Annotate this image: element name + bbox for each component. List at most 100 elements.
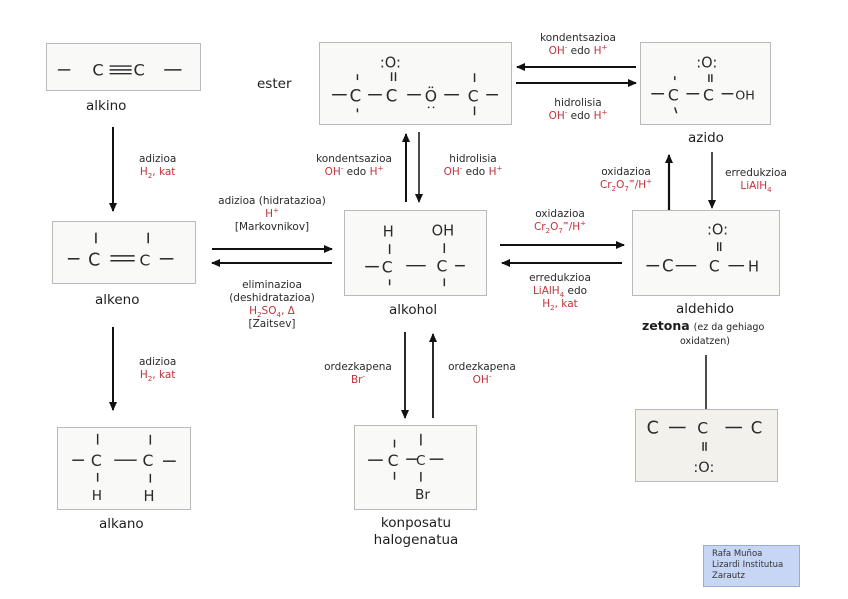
alkohol-structure: H OH C C (365, 222, 465, 287)
compound-name-azido: azido (688, 130, 724, 146)
compound-name-alkohol: alkohol (389, 302, 438, 318)
reaction-type: erredukzioa (725, 167, 787, 179)
atom-br: Br (415, 487, 430, 503)
rule: [Zaitsev] (248, 318, 296, 330)
reaction-type: ordezkapena (448, 361, 516, 373)
compound-name-alkino: alkino (86, 98, 127, 114)
halogenatua-line1: konposatu (380, 515, 452, 531)
credit-town: Zarautz (712, 571, 745, 581)
atom-c: C (92, 61, 103, 80)
reagent: LiAlH4 edo (532, 285, 588, 300)
reagent: H2, kat (139, 166, 176, 181)
atom-oh: OH (432, 222, 455, 239)
reaction-label-ester-azido: hidrolisia OH- edo H+ (536, 97, 620, 123)
atom-o: :O: (707, 221, 728, 238)
reagent: OH- (472, 372, 492, 386)
reaction-label-azido-ester: kondentsazioa OH- edo H+ (528, 32, 628, 58)
reaction-label-halogenatua-alkohol: ordezkapena OH- (442, 361, 522, 387)
atom-o: :O: (693, 459, 714, 476)
atom-o: :O: (380, 54, 401, 71)
reagent: H2SO4, Δ (249, 305, 295, 320)
ester-structure: :O: C C Ö C (332, 54, 498, 116)
author-credit: Rafa Muñoa Lizardi Institutua Zarautz (703, 545, 800, 587)
atom-c: C (662, 257, 674, 276)
aldehido-structure-box: :O: C C H (632, 210, 780, 296)
halogenatua-line2: halogenatua (373, 532, 459, 548)
reaction-label-alkohol-halogenatua: ordezkapena Br- (318, 361, 398, 387)
reagent: Br- (350, 372, 366, 386)
atom-o: Ö (425, 87, 437, 106)
aldehido-structure: :O: C C H (646, 221, 759, 276)
reaction-label-azido-aldehido: erredukzioa LiAlH4 (720, 167, 792, 195)
atom-o: :O: (696, 54, 717, 71)
reaction-label-aldehido-alkohol: erredukzioa LiAlH4 edo H2, kat (520, 272, 600, 313)
atom-h: H (92, 488, 102, 504)
atom-c: C (386, 87, 398, 106)
reaction-label-ester-alkohol: hidrolisia OH- edo H+ (438, 153, 508, 179)
atom-c: C (437, 258, 448, 276)
reaction-type: hidrolisia (554, 97, 602, 109)
rule: [Markovnikov] (234, 221, 310, 233)
reagent: OH- edo H+ (548, 108, 608, 122)
reaction-type: kondentsazioa (316, 153, 392, 165)
reagent: Cr2O7=/H+ (533, 219, 587, 236)
reaction-type: adizioa (hidratazioa) (218, 195, 326, 207)
credit-school: Lizardi Institutua (712, 560, 784, 570)
atom-c: C (139, 252, 150, 270)
reaction-label-alkohol-alkeno: eliminazioa (deshidratazioa) H2SO4, Δ [Z… (212, 279, 332, 331)
zetona-note: (ez da gehiago (693, 322, 765, 333)
atom-c: C (703, 87, 714, 105)
zetona-structure-box: C C C :O: (635, 409, 778, 482)
reaction-type: oxidazioa (535, 208, 585, 220)
alkeno-structure-box: C C (52, 221, 196, 284)
atom-c: C (416, 453, 426, 469)
halogenatua-structure-box: C C Br (354, 425, 477, 510)
reaction-type: adizioa (139, 153, 177, 165)
reaction-label-alkohol-ester: kondentsazioa OH- edo H+ (308, 153, 400, 179)
reaction-type: oxidazioa (601, 166, 651, 178)
atom-h: H (383, 223, 394, 240)
atom-c: C (88, 251, 100, 271)
reaction-type: kondentsazioa (540, 32, 616, 44)
reagent: LiAlH4 (740, 180, 772, 195)
azido-structure: :O: C C OH (651, 54, 755, 114)
atom-c: C (709, 258, 720, 276)
zetona-structure: C C C :O: (647, 418, 763, 476)
reaction-label-alkeno-alkano: adizioa H2, kat (139, 356, 176, 384)
zetona-note-line2: oxidatzen) (680, 336, 730, 347)
reagent: H2, kat (139, 369, 176, 384)
reaction-label-alkino-alkeno: adizioa H2, kat (139, 153, 177, 181)
atom-c: C (134, 61, 145, 80)
atom-c: C (382, 259, 393, 277)
reagent: H+ (265, 206, 279, 220)
reaction-type: ordezkapena (324, 361, 392, 373)
alkino-structure: C C (57, 61, 182, 80)
reaction-type: hidrolisia (449, 153, 497, 165)
azido-structure-box: :O: C C OH (640, 42, 771, 125)
reaction-type: erredukzioa (529, 272, 591, 284)
compound-name-alkano: alkano (99, 516, 144, 532)
reaction-label-alkohol-aldehido: oxidazioa Cr2O7=/H+ (520, 208, 600, 236)
reagent-alt: H2, kat (542, 298, 578, 313)
reagent: OH- edo H+ (324, 164, 384, 178)
atom-h: H (748, 259, 759, 276)
reagent: OH- edo H+ (548, 43, 608, 57)
atom-c: C (350, 87, 362, 106)
zetona-label: zetona (642, 318, 690, 333)
alkeno-structure: C C (67, 232, 174, 271)
reaction-type-sub: (deshidratazioa) (229, 292, 315, 304)
atom-c: C (388, 452, 399, 470)
halogenatua-structure: C C Br (368, 433, 444, 503)
atom-c: C (91, 452, 102, 470)
compound-name-halogenatua: konposatu halogenatua (357, 515, 475, 549)
alkano-structure: C C H H (72, 433, 176, 505)
atom-c: C (697, 419, 708, 437)
ester-structure-box: :O: C C Ö C (319, 42, 512, 125)
alkino-structure-box: C C (46, 43, 201, 91)
atom-c: C (143, 452, 154, 470)
reagent: Cr2O7=/H+ (599, 177, 653, 194)
atom-h: H (144, 488, 155, 505)
alkano-structure-box: C C H H (57, 427, 191, 510)
atom-oh: OH (735, 88, 755, 103)
